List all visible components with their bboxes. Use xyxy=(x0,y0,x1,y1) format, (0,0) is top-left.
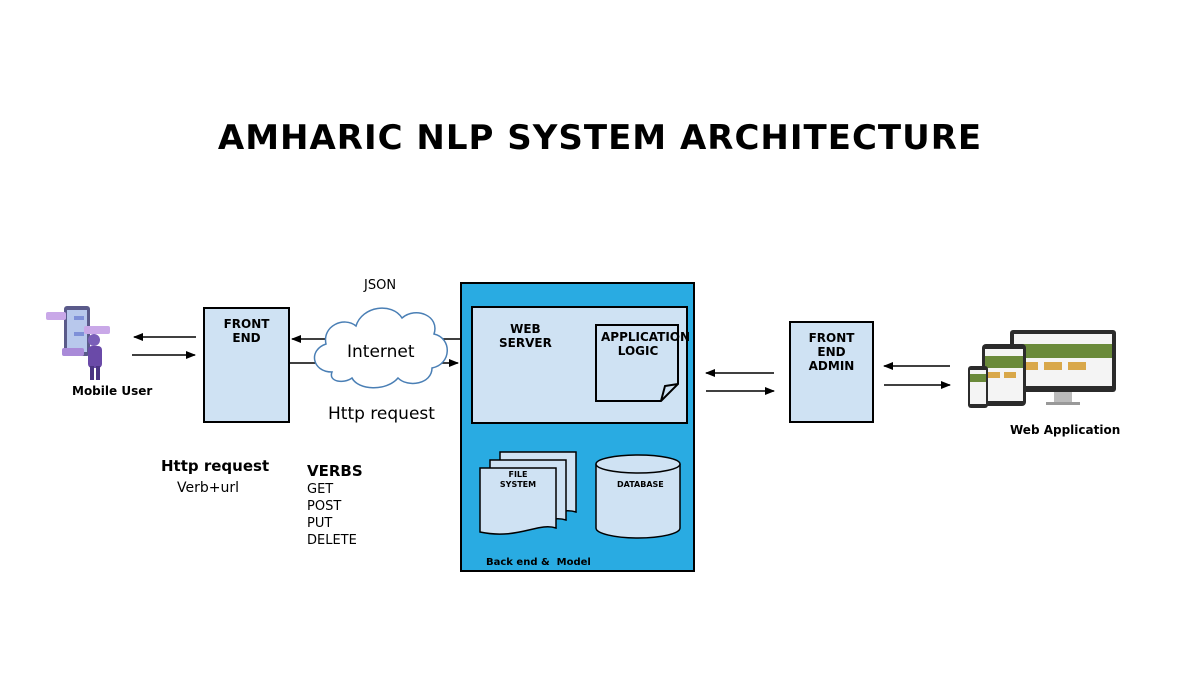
application-logic-label-line1: APPLICATION xyxy=(601,330,691,344)
verbs-heading: VERBS xyxy=(307,462,363,480)
front-end-admin-box: FRONT END ADMIN xyxy=(789,321,874,423)
front-end-admin-line1: FRONT xyxy=(808,331,855,345)
devices-icon xyxy=(968,330,1116,408)
file-system-label: FILE SYSTEM xyxy=(498,470,538,490)
page-title: AMHARIC NLP SYSTEM ARCHITECTURE xyxy=(217,118,983,158)
json-label: JSON xyxy=(364,278,397,293)
database-label: DATABASE xyxy=(617,480,664,489)
backend-caption: Back end & Model xyxy=(486,557,591,568)
front-end-label-line1: FRONT xyxy=(223,317,270,331)
web-server-label-line2: SERVER xyxy=(499,336,552,350)
front-end-admin-line3: ADMIN xyxy=(808,359,855,373)
backend-container: WEB SERVER APPLICATION LOGIC FILE SYSTEM… xyxy=(460,282,695,572)
mobile-phone-icon xyxy=(46,306,110,380)
file-system-label-line1: FILE xyxy=(508,470,528,479)
front-end-box: FRONT END xyxy=(203,307,290,423)
http-request-heading: Http request xyxy=(161,457,270,475)
mobile-user-label: Mobile User xyxy=(72,384,153,398)
web-application-label: Web Application xyxy=(1010,423,1121,437)
front-end-label-line2: END xyxy=(232,331,261,345)
file-system-icon xyxy=(479,451,577,535)
internet-cloud xyxy=(313,307,448,389)
verb-item: GET xyxy=(307,482,334,497)
internet-label: Internet xyxy=(347,342,415,362)
front-end-admin-line2: END xyxy=(817,345,846,359)
http-request-sub-label: Verb+url xyxy=(177,480,239,496)
verbs-list: VERBS GET POST PUT DELETE xyxy=(307,462,363,549)
web-server-box: WEB SERVER APPLICATION LOGIC xyxy=(471,306,691,424)
verb-item: DELETE xyxy=(307,533,357,548)
database-icon xyxy=(595,454,681,539)
application-logic-note xyxy=(595,324,679,402)
mobile-user-illustration xyxy=(44,302,124,382)
web-server-label-line1: WEB xyxy=(510,322,541,336)
web-application-illustration xyxy=(966,328,1118,412)
verb-item: PUT xyxy=(307,516,333,531)
http-request-label: Http request xyxy=(328,404,435,424)
file-system-label-line2: SYSTEM xyxy=(499,480,537,489)
verb-item: POST xyxy=(307,499,342,514)
application-logic-label-line2: LOGIC xyxy=(617,344,659,358)
